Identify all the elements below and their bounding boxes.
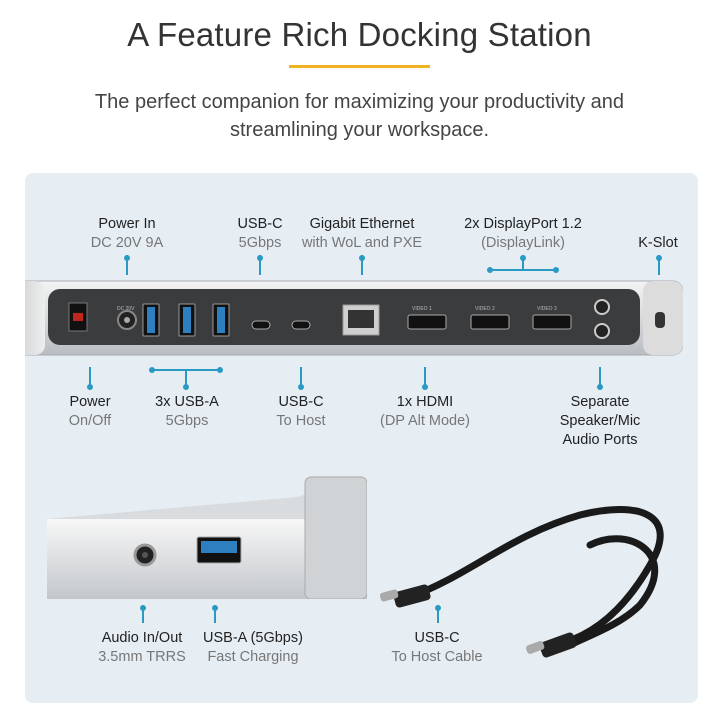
callout-line <box>522 255 524 269</box>
label-ethernet-title: Gigabit Ethernet <box>309 216 415 232</box>
port-marking-video2: VIDEO 2 <box>475 306 495 312</box>
callout-line <box>658 255 660 275</box>
label-ethernet: Gigabit Ethernet with WoL and PXE <box>297 215 427 253</box>
label-power-switch: Power On/Off <box>55 393 125 431</box>
port-marking-video3: VIDEO 3 <box>537 306 557 312</box>
callout-dot <box>149 367 155 373</box>
callout-line <box>214 605 216 623</box>
label-usba-spec: 5Gbps <box>165 413 209 429</box>
callout-dot <box>87 384 93 390</box>
label-usbc-host-title: USB-C <box>278 394 324 410</box>
label-audio-ports: Separate Speaker/Mic Audio Ports <box>545 393 655 450</box>
label-kslot: K-Slot <box>633 234 683 253</box>
label-audio-io-spec: 3.5mm TRRS <box>98 649 186 665</box>
label-hdmi-spec: (DP Alt Mode) <box>380 413 470 429</box>
callout-line <box>437 605 439 623</box>
label-displayport-spec: (DisplayLink) <box>481 235 565 251</box>
label-hdmi-title: 1x HDMI <box>396 394 454 410</box>
label-power-switch-spec: On/Off <box>68 413 112 429</box>
label-audio-io: Audio In/Out 3.5mm TRRS <box>90 629 194 667</box>
label-usbc-title: USB-C <box>237 216 283 232</box>
label-usbc-spec: 5Gbps <box>238 235 282 251</box>
label-usba-fast: USB-A (5Gbps) Fast Charging <box>197 629 309 667</box>
label-power-in-spec: DC 20V 9A <box>90 235 164 251</box>
label-audio-ports-line3: Audio Ports <box>562 432 638 448</box>
callout-line <box>89 367 91 385</box>
dock-front-view <box>47 476 367 599</box>
dock-ports <box>68 299 665 339</box>
label-ethernet-spec: with WoL and PXE <box>301 235 423 251</box>
label-usbc: USB-C 5Gbps <box>230 215 290 253</box>
callout-line <box>126 255 128 275</box>
label-usbc-host: USB-C To Host <box>265 393 337 431</box>
label-kslot-title: K-Slot <box>638 235 678 251</box>
callout-dot <box>422 384 428 390</box>
label-power-in-title: Power In <box>98 216 156 232</box>
callout-dot <box>553 267 559 273</box>
label-usbc-host-spec: To Host <box>276 413 326 429</box>
callout-line <box>300 367 302 385</box>
label-hdmi: 1x HDMI (DP Alt Mode) <box>365 393 485 431</box>
page-title: A Feature Rich Docking Station <box>127 16 592 53</box>
label-audio-io-title: Audio In/Out <box>101 630 183 646</box>
callout-dot <box>298 384 304 390</box>
title-underline <box>289 65 430 68</box>
callout-line <box>599 367 601 385</box>
label-audio-ports-line1: Separate <box>570 394 630 410</box>
label-usba-title: 3x USB-A <box>155 394 219 410</box>
callout-bracket <box>490 269 556 271</box>
label-displayport-title: 2x DisplayPort 1.2 <box>464 216 582 232</box>
label-usba-fast-title: USB-A (5Gbps) <box>203 630 303 646</box>
label-displayport: 2x DisplayPort 1.2 (DisplayLink) <box>453 215 593 253</box>
subtitle-line-2: streamlining your workspace. <box>230 119 489 141</box>
callout-line <box>142 605 144 623</box>
callout-line <box>259 255 261 275</box>
usb-c-cable <box>380 505 664 658</box>
callout-dot <box>183 384 189 390</box>
callout-dot <box>597 384 603 390</box>
callout-dot <box>217 367 223 373</box>
subtitle: The perfect companion for maximizing you… <box>40 88 679 144</box>
feature-panel: Power In DC 20V 9A USB-C 5Gbps Gigabit E… <box>25 173 698 703</box>
port-marking-video1: VIDEO 1 <box>412 306 432 312</box>
callout-line <box>424 367 426 385</box>
label-usba: 3x USB-A 5Gbps <box>145 393 229 431</box>
label-cable: USB-C To Host Cable <box>385 629 489 667</box>
label-power-in: Power In DC 20V 9A <box>85 215 169 253</box>
label-usba-fast-spec: Fast Charging <box>207 649 299 665</box>
subtitle-line-1: The perfect companion for maximizing you… <box>94 91 625 113</box>
label-power-switch-title: Power <box>69 394 111 410</box>
label-audio-ports-line2: Speaker/Mic <box>559 413 641 429</box>
callout-line <box>361 255 363 275</box>
label-cable-title: USB-C <box>414 630 460 646</box>
port-marking-dc: DC 20V <box>117 306 135 312</box>
callout-line <box>185 369 187 385</box>
callout-dot <box>487 267 493 273</box>
label-cable-spec: To Host Cable <box>391 649 483 665</box>
